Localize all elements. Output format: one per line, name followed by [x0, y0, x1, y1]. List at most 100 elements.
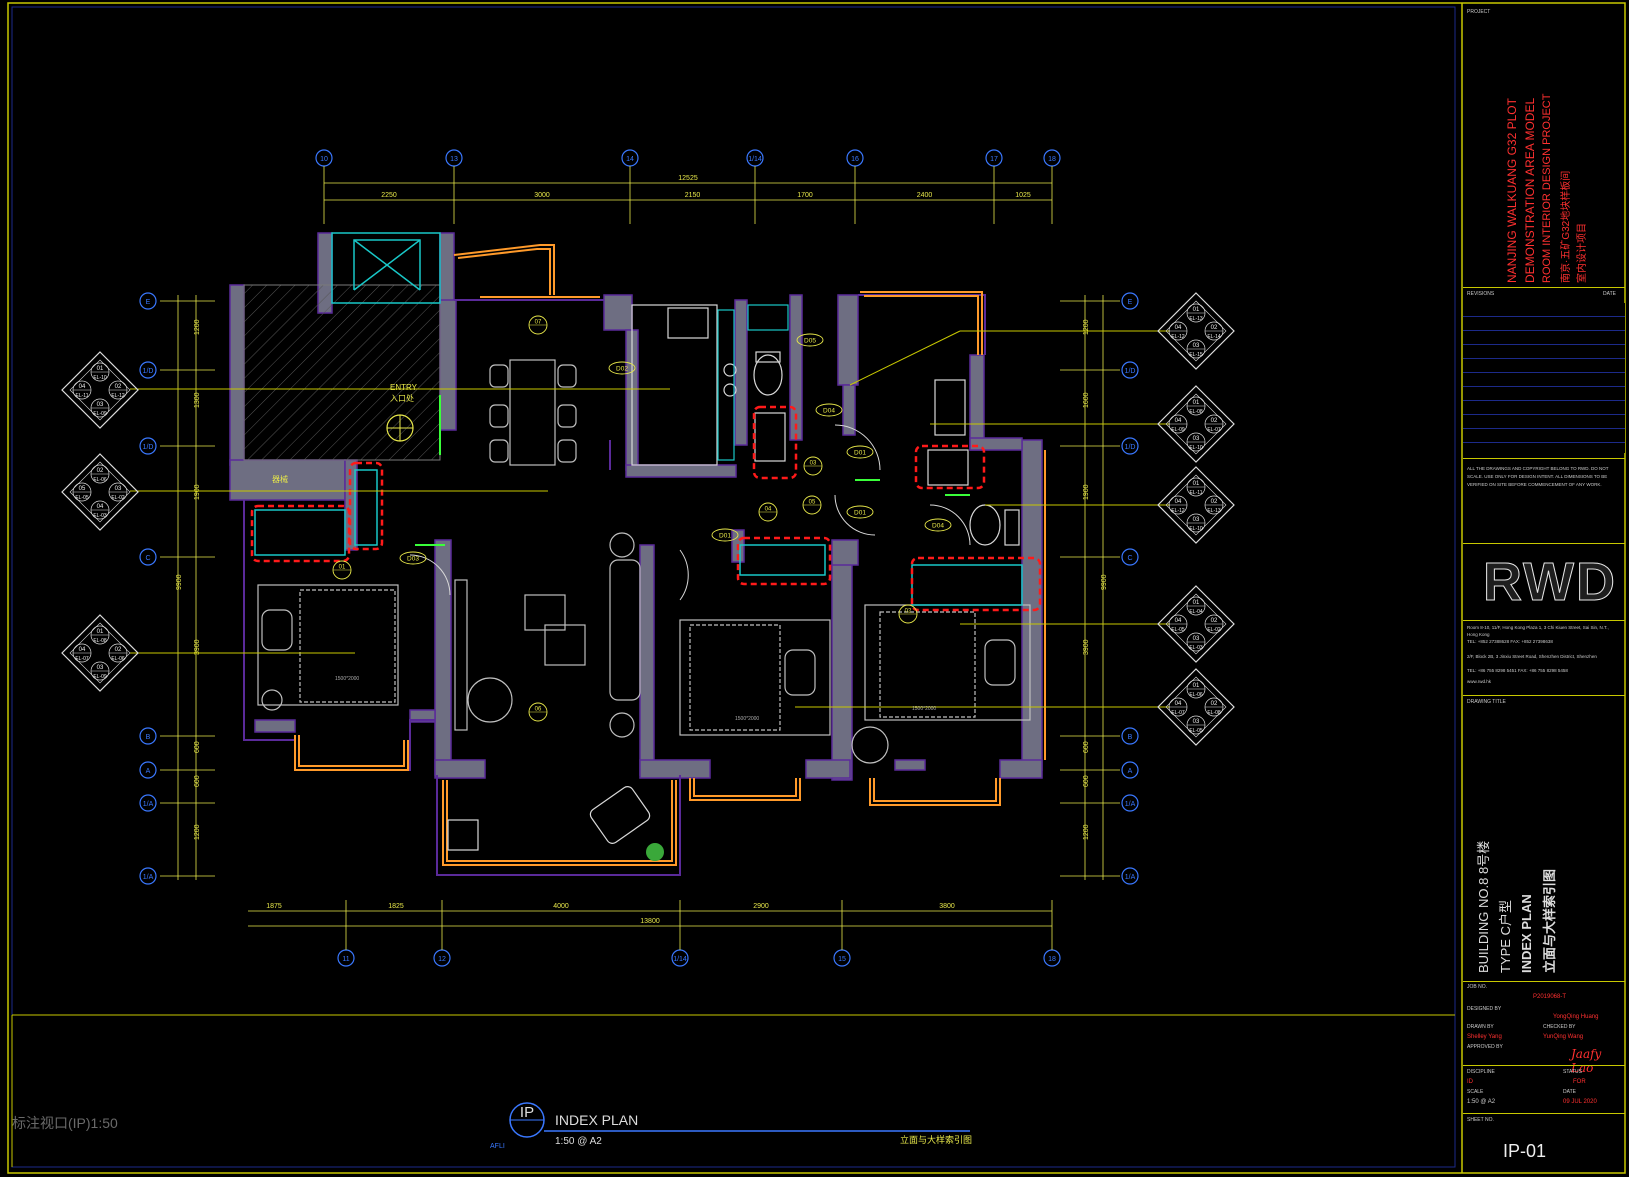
dim-left: 3900	[194, 639, 201, 655]
index-marker-number: 02	[115, 384, 122, 390]
grid-label-right: 1/D	[1125, 368, 1136, 375]
grid-label-right: 1/D	[1125, 444, 1136, 451]
detail-highlights	[250, 405, 1042, 612]
dim-top: 2250	[381, 192, 397, 199]
drawing-title: IP INDEX PLAN 1:50 @ A2 AFLI 立面与大样索引图 标注…	[12, 1102, 972, 1150]
door-tag-label: D02	[616, 366, 628, 373]
index-marker-sheet: EL-08	[1189, 409, 1203, 415]
grid-bubble-left	[139, 548, 157, 566]
dim-left: 1200	[194, 319, 201, 335]
dim-left: 600	[194, 775, 201, 787]
index-marker-sheet: EL-05	[1171, 627, 1185, 633]
index-marker-sheet: EL-08	[1207, 710, 1221, 716]
index-marker-sheet: EL-15	[1189, 352, 1203, 358]
windows	[294, 244, 1046, 866]
dim-left: 1900	[194, 484, 201, 500]
index-marker-number: 04	[1175, 618, 1182, 624]
dim-right: 600	[1083, 775, 1090, 787]
grid-bubble-left	[139, 727, 157, 745]
grid-bubble-left	[139, 437, 157, 455]
grid-bubble-left	[139, 761, 157, 779]
index-marker-sheet: EL-07	[1171, 710, 1185, 716]
index-markers[interactable]: 01EL-1004EL-1102EL-1203EL-0902EL-0605EL-…	[61, 292, 1235, 746]
index-marker-sheet: EL-02	[111, 495, 125, 501]
index-marker-sheet: EL-11	[76, 393, 89, 399]
index-marker-sheet: EL-14	[1207, 334, 1221, 340]
index-marker-number: 01	[1193, 400, 1200, 406]
signature: Jaafy Lao	[1571, 1047, 1602, 1075]
elevation-tag-label: 06	[535, 707, 542, 713]
index-marker-number: 03	[97, 402, 104, 408]
grid-label-right: 1/A	[1125, 801, 1136, 808]
project-line-1: NANJING WALKUANG G32 PLOT	[1505, 98, 1519, 283]
kitchen	[631, 304, 789, 466]
door-tag-label: D03	[407, 556, 419, 563]
grid-bubble-right	[1121, 437, 1139, 455]
svg-text:器械: 器械	[272, 474, 288, 484]
grid-label-left: 1/A	[143, 801, 154, 808]
designed-by-label: DESIGNED BY	[1467, 1006, 1502, 1012]
revisions-label: REVISIONS	[1467, 291, 1495, 297]
sheet-number: IP-01	[1503, 1141, 1547, 1161]
svg-text:标注视口(IP)1:50: 标注视口(IP)1:50	[12, 1115, 118, 1131]
door-tag-label: D01	[854, 450, 866, 457]
grid-label-top: 18	[1048, 156, 1056, 163]
grid-label-left: 1/A	[143, 874, 154, 881]
building-text: BUILDING NO.8 8号楼	[1476, 840, 1491, 973]
bed-dim: 1500*2000	[735, 716, 759, 722]
svg-text:IP: IP	[520, 1104, 534, 1121]
index-marker-sheet: EL-03	[1189, 645, 1203, 651]
grid-label-right: 1/A	[1125, 874, 1136, 881]
door-tag	[399, 551, 427, 565]
index-marker-sheet: EL-06	[1189, 692, 1203, 698]
dim-left: 600	[194, 741, 201, 753]
plant-icon	[646, 843, 664, 861]
index-marker-sheet: EL-10	[93, 375, 107, 381]
index-marker-sheet: EL-03	[93, 513, 107, 519]
scale-value: 1:50 @ A2	[1467, 1099, 1496, 1105]
bed-dim: 1500*2000	[335, 676, 359, 682]
index-marker-number: 02	[1211, 618, 1218, 624]
dim-left: 9900	[176, 574, 183, 590]
svg-text:ENTRY: ENTRY	[390, 383, 418, 392]
door-tag-label: D05	[804, 338, 816, 345]
grid-label-right: E	[1128, 299, 1133, 306]
index-marker-sheet: EL-10	[1189, 445, 1203, 451]
grid-label-right: B	[1128, 734, 1133, 741]
door-tag	[796, 333, 824, 347]
drawing-area-border	[11, 6, 1456, 1168]
index-marker-sheet: EL-05	[1189, 728, 1203, 734]
drawing-title-label: DRAWING TITLE	[1467, 699, 1506, 705]
tel-1: TEL: +852 27388628 FAX: +852 27398638	[1467, 639, 1553, 644]
index-marker-sheet: EL-02	[1207, 627, 1221, 633]
index-marker-number: 01	[1193, 600, 1200, 606]
index-marker-sheet: EL-12	[1171, 508, 1185, 514]
svg-text:1:50 @ A2: 1:50 @ A2	[555, 1136, 602, 1147]
grid-label-top: 14	[626, 156, 634, 163]
grid-label-bottom: 12	[438, 956, 446, 963]
grid-label-left: 1/D	[143, 444, 154, 451]
grid-label-right: A	[1128, 768, 1133, 775]
grid-label-bottom: 1/14	[673, 956, 687, 963]
index-marker-sheet: EL-05	[75, 495, 89, 501]
address-2: 2/F, Block 2B, 3 Jinxiu Street Road, She…	[1467, 654, 1597, 659]
dim-right: 1900	[1083, 484, 1090, 500]
index-marker-number: 02	[1211, 325, 1218, 331]
dim-right: 3900	[1083, 639, 1090, 655]
door-tag	[846, 505, 874, 519]
svg-text:入口处: 入口处	[390, 393, 414, 403]
grid-label-top: 1/14	[748, 156, 762, 163]
grid-label-right: C	[1127, 555, 1132, 562]
plan-cn-text: 立面与大样索引图	[1542, 868, 1557, 973]
